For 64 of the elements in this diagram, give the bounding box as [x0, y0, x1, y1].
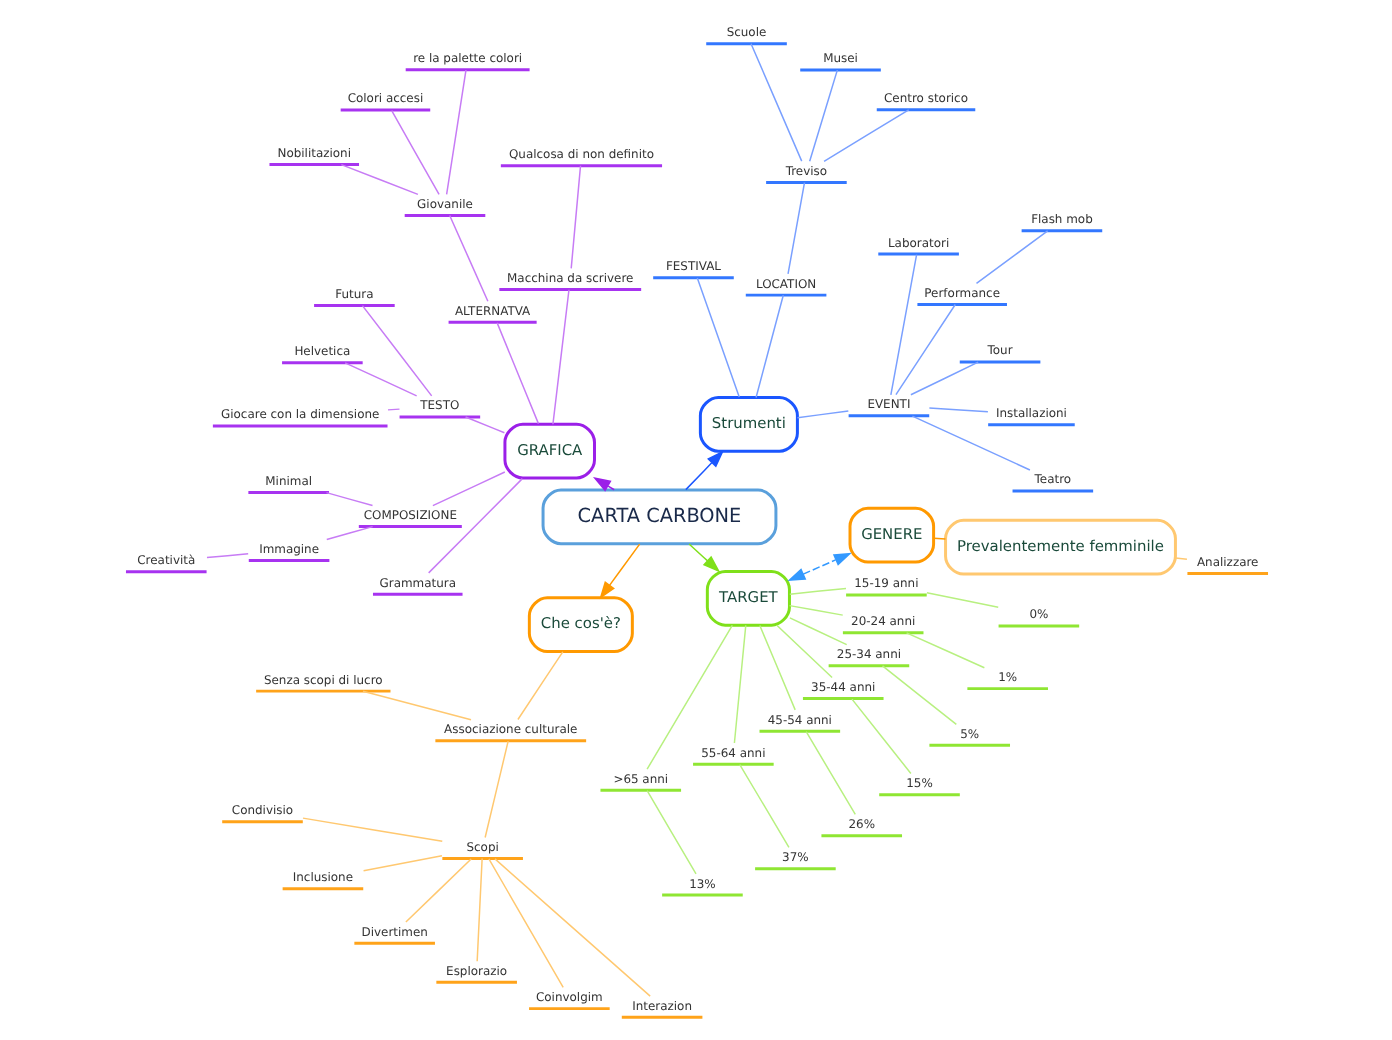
connector	[822, 109, 909, 163]
node-box: TARGET	[704, 569, 790, 627]
connector	[754, 294, 784, 399]
connector	[787, 604, 843, 616]
connector	[910, 415, 1030, 471]
connector	[758, 624, 795, 711]
connector	[695, 277, 739, 398]
connector	[487, 858, 563, 989]
connector	[807, 69, 838, 162]
connector	[339, 163, 418, 196]
connector	[927, 407, 988, 413]
connector	[1174, 557, 1187, 560]
connector	[894, 303, 956, 396]
connector	[475, 857, 482, 963]
node-box: Che cos'è?	[526, 596, 633, 654]
arrow	[786, 552, 851, 582]
node-box: GRAFICA	[502, 422, 595, 480]
connector	[325, 525, 373, 541]
connector	[463, 416, 505, 434]
connector	[974, 230, 1048, 285]
connector	[925, 591, 998, 608]
connector	[551, 289, 569, 425]
connector	[361, 855, 442, 872]
arrow	[687, 543, 720, 573]
connector	[645, 624, 733, 770]
connector	[495, 322, 539, 425]
connector	[360, 304, 432, 397]
node-box: Prevalentemente femminile	[943, 518, 1176, 576]
connector	[569, 164, 581, 270]
connector	[786, 181, 805, 275]
connector	[804, 730, 856, 816]
node-box: GENERE	[847, 506, 935, 564]
connector	[749, 42, 802, 162]
connector	[889, 253, 917, 396]
connector	[447, 214, 488, 302]
arrow	[598, 543, 640, 600]
connector	[483, 740, 508, 839]
connector	[880, 665, 957, 726]
connector	[904, 632, 985, 669]
node-box: Strumenti	[697, 396, 798, 453]
connector	[444, 69, 466, 196]
connector	[775, 624, 832, 679]
connector	[788, 587, 846, 595]
connector	[645, 789, 696, 875]
node-box: CARTA CARBONE	[540, 488, 777, 546]
connector	[909, 361, 978, 396]
connector	[324, 491, 373, 507]
connector	[431, 471, 505, 507]
connector	[516, 651, 563, 721]
connector	[732, 624, 746, 744]
connector	[404, 858, 471, 923]
connector	[795, 410, 849, 419]
connector	[205, 553, 248, 559]
connector	[361, 690, 471, 721]
arrow	[684, 450, 723, 491]
connector	[788, 617, 847, 646]
connector	[343, 362, 417, 397]
connector	[301, 817, 442, 843]
connector	[850, 698, 911, 775]
connector	[738, 763, 789, 849]
connector	[389, 109, 439, 196]
connector	[426, 477, 523, 574]
connector	[493, 858, 650, 997]
arrow	[591, 477, 614, 492]
